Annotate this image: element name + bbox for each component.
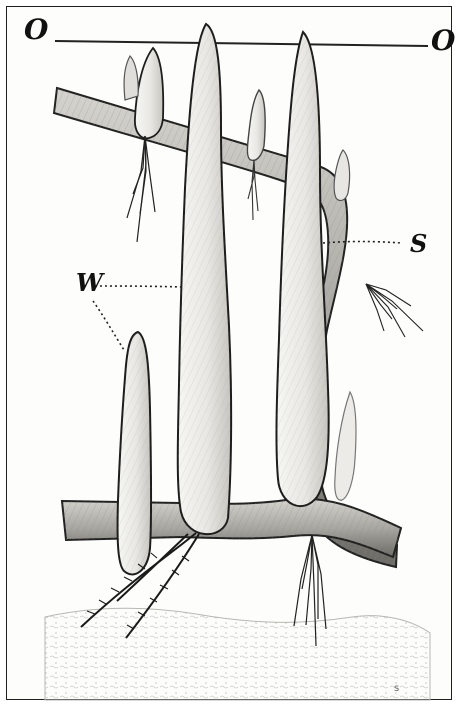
label-line-w-upper — [95, 286, 183, 287]
root-cluster-upper-left — [127, 136, 155, 242]
label-o-right: O — [431, 24, 456, 57]
small-bud-top-left-back — [124, 56, 138, 100]
label-o-left: O — [24, 13, 49, 46]
root-cluster-right — [366, 284, 423, 337]
main-shoot-right-shade — [276, 32, 328, 506]
lower-shoot-w-shade — [118, 332, 152, 574]
label-w: W — [76, 268, 105, 297]
label-s: S — [410, 229, 427, 258]
soil-area — [45, 608, 430, 700]
label-line-s — [323, 242, 402, 244]
label-line-w-lower — [93, 301, 124, 350]
small-bud-right-upper — [334, 150, 349, 200]
small-bud-top-left — [135, 48, 163, 138]
faint-shoot-right — [335, 392, 356, 500]
horizon-line — [55, 41, 428, 46]
corner-mark: s — [394, 683, 399, 694]
small-bud-mid-upper — [247, 90, 265, 160]
main-shoot-left-shade — [178, 24, 231, 534]
